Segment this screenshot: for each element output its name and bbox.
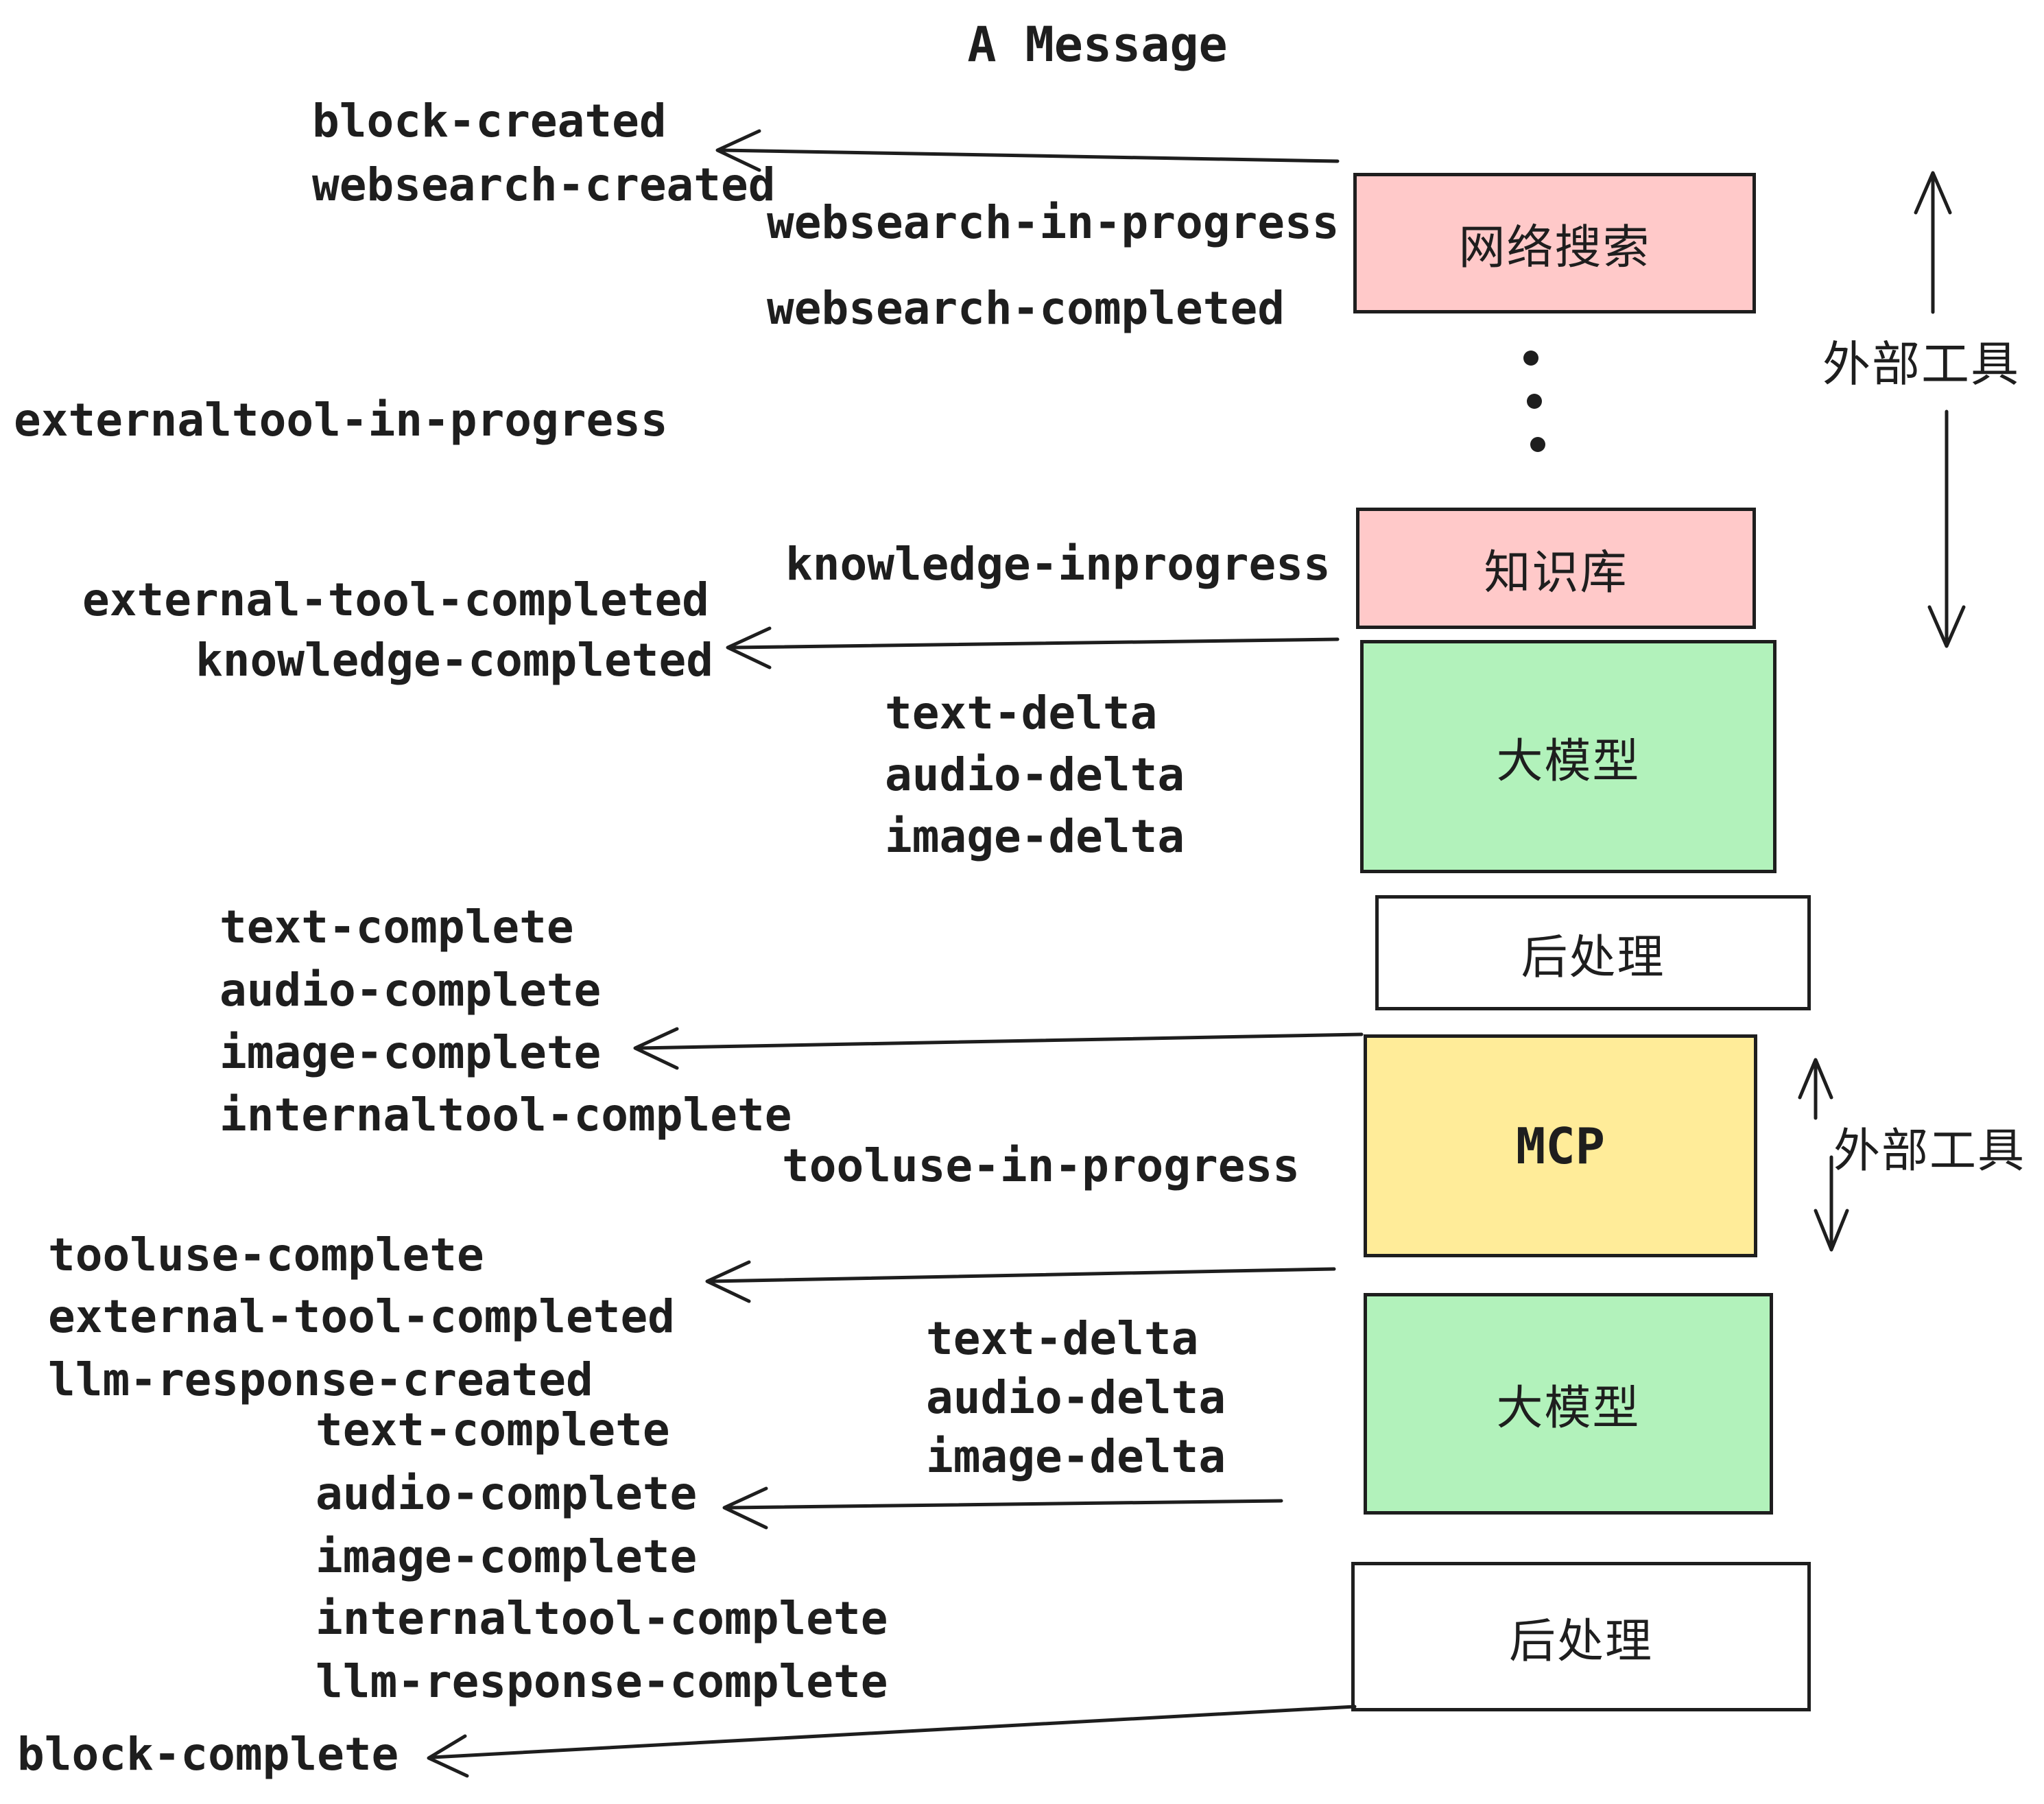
event-label-external-tool-completed-2: external-tool-completed — [48, 1290, 675, 1343]
event-label-knowledge-inprogress: knowledge-inprogress — [785, 538, 1331, 591]
event-label-llm-response-complete: llm-response-complete — [316, 1655, 888, 1708]
event-label-image-complete-2: image-complete — [316, 1530, 698, 1583]
event-label-audio-delta: audio-delta — [885, 748, 1185, 801]
arrow-to-knowledge-completed — [726, 626, 1340, 669]
box-websearch: 网络搜索 — [1353, 173, 1756, 313]
external-tools-up-arrow-2 — [1798, 1058, 1833, 1120]
event-label-websearch-completed: websearch-completed — [767, 282, 1285, 335]
event-label-image-delta: image-delta — [885, 810, 1185, 863]
event-label-text-delta-2: text-delta — [926, 1312, 1199, 1365]
arrow-to-audio-complete — [722, 1486, 1283, 1530]
arrow-to-block-complete — [427, 1705, 1357, 1778]
event-label-text-complete: text-complete — [219, 901, 574, 953]
event-label-websearch-in-progress: websearch-in-progress — [767, 196, 1340, 249]
annotation-external-tools-1: 外部工具 — [1822, 337, 2020, 391]
box-llm-1-label: 大模型 — [1496, 735, 1641, 787]
event-label-internaltool-complete-2: internaltool-complete — [316, 1592, 888, 1645]
event-label-tooluse-complete: tooluse-complete — [48, 1229, 484, 1281]
arrow-to-image-complete — [633, 1027, 1364, 1070]
event-label-externaltool-in-progress: externaltool-in-progress — [14, 394, 668, 447]
event-label-audio-delta-2: audio-delta — [926, 1371, 1226, 1424]
ellipsis-dot-2 — [1527, 394, 1542, 409]
event-label-image-complete: image-complete — [219, 1026, 602, 1079]
event-label-tooluse-in-progress: tooluse-in-progress — [782, 1139, 1300, 1192]
event-label-external-tool-completed: external-tool-completed — [82, 573, 709, 626]
box-llm-1: 大模型 — [1360, 640, 1776, 873]
annotation-external-tools-2: 外部工具 — [1833, 1125, 2026, 1177]
event-label-audio-complete-2: audio-complete — [316, 1467, 698, 1520]
event-label-block-created: block-created — [312, 95, 667, 147]
external-tools-down-arrow-1 — [1927, 410, 1966, 648]
box-llm-2: 大模型 — [1364, 1293, 1773, 1515]
external-tools-up-arrow-1 — [1914, 171, 1952, 314]
ellipsis-dot-3 — [1530, 437, 1545, 452]
event-label-internaltool-complete: internaltool-complete — [219, 1089, 792, 1141]
box-knowledge-label: 知识库 — [1484, 547, 1628, 599]
event-label-image-delta-2: image-delta — [926, 1430, 1226, 1483]
event-label-llm-response-created: llm-response-created — [48, 1353, 593, 1406]
box-mcp: MCP — [1364, 1034, 1757, 1257]
event-label-text-complete-2: text-complete — [316, 1403, 670, 1456]
box-llm-2-label: 大模型 — [1496, 1382, 1641, 1434]
event-label-text-delta: text-delta — [885, 687, 1158, 739]
arrow-to-tooluse-complete — [705, 1260, 1336, 1303]
event-label-block-complete: block-complete — [17, 1728, 399, 1781]
diagram-title: A Message — [967, 16, 1228, 73]
ellipsis-dot-1 — [1523, 351, 1538, 366]
box-websearch-label: 网络搜索 — [1458, 222, 1651, 274]
box-postprocess-2: 后处理 — [1351, 1562, 1811, 1711]
box-postprocess-1: 后处理 — [1375, 895, 1811, 1010]
box-knowledge: 知识库 — [1356, 508, 1756, 629]
event-label-audio-complete: audio-complete — [219, 964, 602, 1017]
arrow-to-block-created — [715, 129, 1340, 172]
event-label-websearch-created: websearch-created — [312, 158, 776, 211]
box-postprocess-1-label: 后处理 — [1521, 931, 1665, 984]
external-tools-down-arrow-2 — [1814, 1155, 1849, 1252]
box-mcp-label: MCP — [1515, 1117, 1606, 1175]
box-postprocess-2-label: 后处理 — [1508, 1615, 1653, 1667]
event-label-knowledge-completed: knowledge-completed — [195, 634, 713, 687]
